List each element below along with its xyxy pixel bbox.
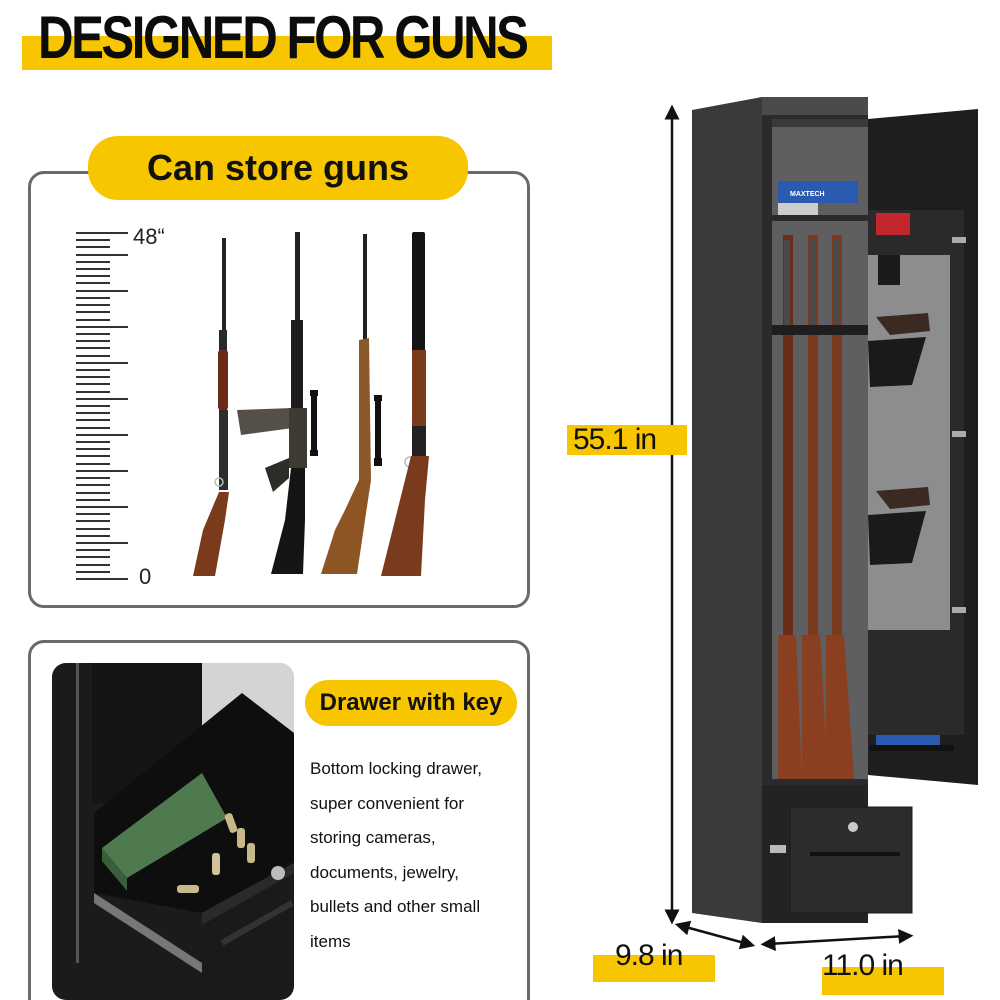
ruler-tick bbox=[76, 462, 110, 465]
ruler-tick bbox=[76, 477, 110, 480]
ruler-tick bbox=[76, 239, 110, 242]
drawer-panel-title: Drawer with key bbox=[305, 680, 517, 726]
ruler-tick bbox=[76, 304, 110, 307]
ruler-tick bbox=[76, 361, 128, 364]
ruler-tick bbox=[76, 253, 128, 256]
ruler-tick bbox=[76, 513, 110, 516]
gun-safe-image: MAXTECH bbox=[690, 95, 980, 925]
ruler-tick bbox=[76, 368, 110, 371]
ruler-tick bbox=[76, 433, 128, 436]
headline-title: DESIGNED FOR GUNS bbox=[38, 4, 529, 71]
ruler-tick bbox=[76, 405, 110, 407]
scoped-rifle-icon bbox=[321, 234, 382, 574]
svg-text:MAXTECH: MAXTECH bbox=[790, 191, 825, 198]
ruler-tick bbox=[76, 520, 110, 523]
ruler-tick bbox=[76, 318, 110, 321]
ruler-tick bbox=[76, 541, 128, 544]
ruler-tick bbox=[76, 491, 110, 494]
ruler-tick bbox=[76, 311, 110, 314]
guns-capacity-panel bbox=[28, 171, 530, 608]
ruler-tick bbox=[76, 246, 110, 249]
description-line: Bottom locking drawer, bbox=[310, 759, 482, 778]
ruler-min-label: 0 bbox=[139, 564, 152, 589]
ruler-tick bbox=[76, 505, 128, 508]
description-line: bullets and other small bbox=[310, 897, 481, 916]
safe-door bbox=[868, 109, 978, 785]
drawer-photo bbox=[52, 663, 294, 1000]
gun-lineup-image bbox=[185, 230, 445, 580]
shotgun-icon bbox=[193, 238, 229, 576]
description-line: super convenient for bbox=[310, 793, 465, 813]
ruler-tick bbox=[76, 390, 110, 393]
over-under-shotgun-icon bbox=[381, 232, 429, 576]
ruler-tick bbox=[76, 469, 128, 472]
ruler-tick bbox=[76, 232, 128, 234]
drawer-description: Bottom locking drawer, super convenient … bbox=[310, 752, 525, 959]
ruler-tick bbox=[76, 426, 110, 429]
ruler-tick bbox=[76, 296, 110, 299]
ruler-tick bbox=[76, 354, 110, 357]
ruler-tick bbox=[76, 455, 110, 458]
ruler-tick bbox=[76, 376, 110, 379]
ruler-tick bbox=[76, 268, 110, 271]
ruler-tick bbox=[76, 578, 128, 580]
ruler-tick bbox=[76, 347, 110, 350]
ruler-tick bbox=[76, 282, 110, 285]
locking-drawer bbox=[770, 806, 913, 914]
depth-arrow bbox=[674, 920, 756, 950]
headline-highlight bbox=[22, 36, 552, 70]
stored-rifles bbox=[772, 235, 868, 779]
ruler-tick bbox=[76, 383, 110, 386]
ruler-tick bbox=[76, 570, 110, 573]
ruler-tick bbox=[76, 332, 110, 335]
width-arrow bbox=[760, 928, 914, 952]
description-line: documents, jewelry, bbox=[310, 862, 459, 882]
width-dimension-label: 11.0 in bbox=[822, 951, 944, 995]
ruler-tick bbox=[76, 397, 128, 400]
ruler-tick bbox=[76, 563, 110, 566]
length-ruler bbox=[76, 232, 156, 580]
ruler-tick bbox=[76, 340, 110, 343]
ruler-tick bbox=[76, 534, 110, 537]
ruler-tick bbox=[76, 325, 128, 328]
ruler-tick bbox=[76, 275, 110, 278]
depth-value: 9.8 in bbox=[615, 939, 683, 972]
ruler-tick bbox=[76, 260, 110, 263]
width-value: 11.0 in bbox=[822, 949, 904, 982]
ruler-tick bbox=[76, 289, 128, 292]
ruler-max-label: 48“ bbox=[133, 224, 165, 249]
ruler-tick bbox=[76, 484, 110, 487]
battle-rifle-icon bbox=[237, 232, 318, 574]
description-line: items bbox=[310, 931, 351, 951]
ruler-tick bbox=[76, 549, 110, 552]
description-line: storing cameras, bbox=[310, 828, 436, 847]
ruler-tick bbox=[76, 498, 110, 501]
ruler-tick bbox=[76, 412, 110, 415]
depth-dimension-label: 9.8 in bbox=[593, 941, 715, 982]
height-dimension-label: 55.1 in bbox=[567, 425, 687, 455]
guns-panel-title: Can store guns bbox=[88, 136, 468, 200]
ruler-tick bbox=[76, 556, 110, 559]
ruler-tick bbox=[76, 419, 110, 422]
ruler-tick bbox=[76, 448, 110, 451]
ruler-tick bbox=[76, 441, 110, 444]
ruler-tick bbox=[76, 527, 110, 530]
